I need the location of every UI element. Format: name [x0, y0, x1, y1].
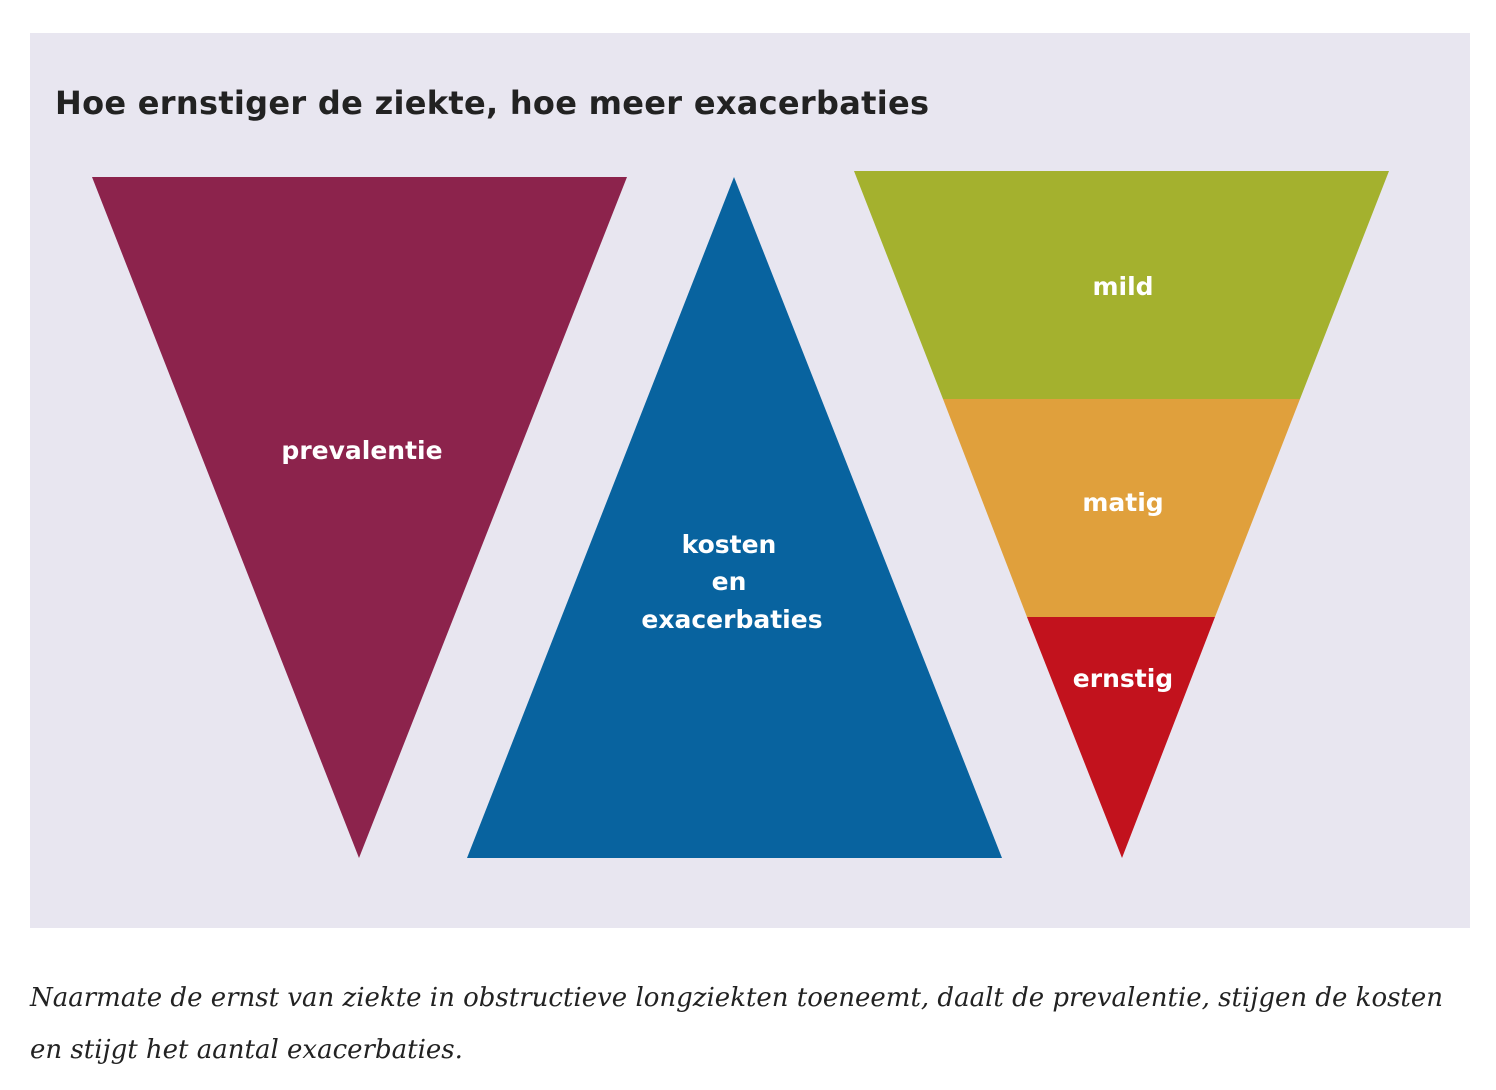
severity-band-mild — [854, 171, 1389, 399]
severity-band-ernstig — [1027, 617, 1215, 858]
diagram-title: Hoe ernstiger de ziekte, hoe meer exacer… — [55, 84, 930, 122]
severity-band-matig — [943, 399, 1300, 617]
costs-label-line3: exacerbaties — [641, 605, 822, 634]
costs-label-line2: en — [712, 567, 747, 596]
figure-caption: Naarmate de ernst van ziekte in obstruct… — [30, 983, 1444, 1065]
costs-label-line1: kosten — [682, 530, 777, 559]
prevalence-triangle — [92, 177, 627, 858]
mild-label: mild — [1092, 272, 1153, 301]
ernstig-label: ernstig — [1073, 664, 1173, 693]
costs-triangle — [467, 177, 1002, 858]
matig-label: matig — [1082, 488, 1163, 517]
prevalence-label: prevalentie — [281, 436, 442, 465]
